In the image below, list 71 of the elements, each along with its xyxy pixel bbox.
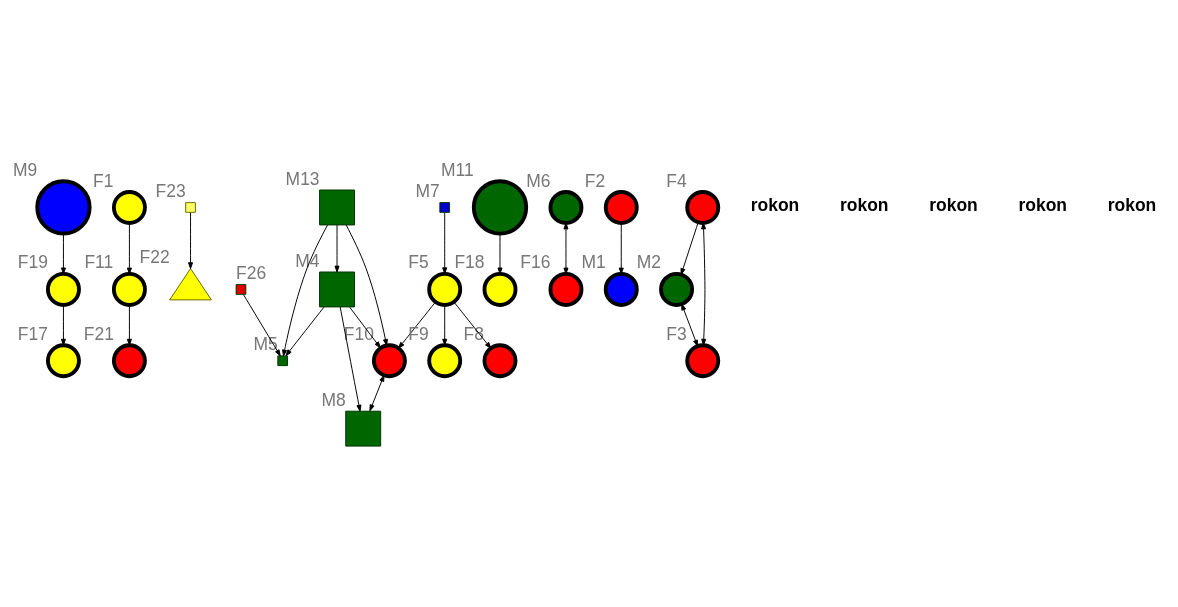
node-label: F4 <box>666 170 687 191</box>
node-label: F26 <box>236 262 267 283</box>
arrow <box>285 306 325 356</box>
node-circle <box>603 189 639 225</box>
node-box <box>185 201 196 213</box>
node-label: F21 <box>83 323 114 344</box>
node-box <box>319 189 355 225</box>
node-circle <box>471 178 529 236</box>
node-circle <box>111 189 147 225</box>
arrow <box>681 303 699 347</box>
arrow <box>398 301 436 349</box>
arrow <box>188 211 194 269</box>
arrow <box>369 374 385 411</box>
node-circle <box>46 342 81 378</box>
node-label: F17 <box>17 323 48 344</box>
node-label: F3 <box>666 323 687 344</box>
arrow <box>60 232 66 274</box>
arrow <box>126 222 132 274</box>
arrow <box>60 304 66 346</box>
node-circle <box>46 271 81 307</box>
node-label: F23 <box>155 180 186 201</box>
label: rokon <box>840 194 889 215</box>
node-circle <box>482 271 518 307</box>
node-label: M13 <box>285 168 320 189</box>
node-label: M7 <box>415 180 440 201</box>
node-circle <box>548 189 584 225</box>
arrow <box>497 232 503 274</box>
node-circle <box>685 189 721 225</box>
node-label: F9 <box>408 323 429 344</box>
arrow <box>680 221 699 275</box>
node-circle <box>659 271 694 307</box>
node-circle <box>427 271 463 307</box>
node-label: M1 <box>581 251 606 272</box>
node-circle <box>548 271 584 307</box>
arrow <box>701 222 707 346</box>
node-label: M2 <box>636 251 662 272</box>
node-circle <box>111 342 147 378</box>
label: rokon <box>1018 194 1067 215</box>
arrow <box>334 224 340 272</box>
node-label: F22 <box>139 246 170 267</box>
arrow <box>442 211 448 274</box>
node-circle <box>603 271 639 307</box>
node-label: M9 <box>13 159 38 180</box>
node-label: F19 <box>17 251 48 272</box>
node-box <box>345 410 382 447</box>
arrow <box>126 304 132 346</box>
node-label: M11 <box>440 159 474 180</box>
node-label: F5 <box>408 251 429 272</box>
label: rokon <box>1107 194 1157 215</box>
arrow <box>563 222 569 274</box>
arrow <box>282 224 328 356</box>
node-box <box>277 354 289 366</box>
node-box <box>235 283 247 295</box>
node-circle <box>35 178 92 236</box>
arrow <box>345 224 388 346</box>
arrow <box>442 304 448 346</box>
node-label: F18 <box>454 251 485 272</box>
node-label: M6 <box>526 170 551 191</box>
node-box <box>439 201 451 213</box>
node-label: F11 <box>84 251 114 272</box>
label: rokon <box>750 194 800 215</box>
arrow <box>618 222 624 274</box>
node-label: F2 <box>584 170 606 191</box>
node-circle <box>685 342 721 378</box>
label: rokon <box>929 194 978 215</box>
node-box <box>319 271 355 307</box>
node-circle <box>427 342 463 378</box>
node-label: F16 <box>520 251 551 272</box>
node-label: M8 <box>321 389 346 410</box>
node-label: F1 <box>93 170 114 191</box>
node-circle <box>111 271 147 307</box>
